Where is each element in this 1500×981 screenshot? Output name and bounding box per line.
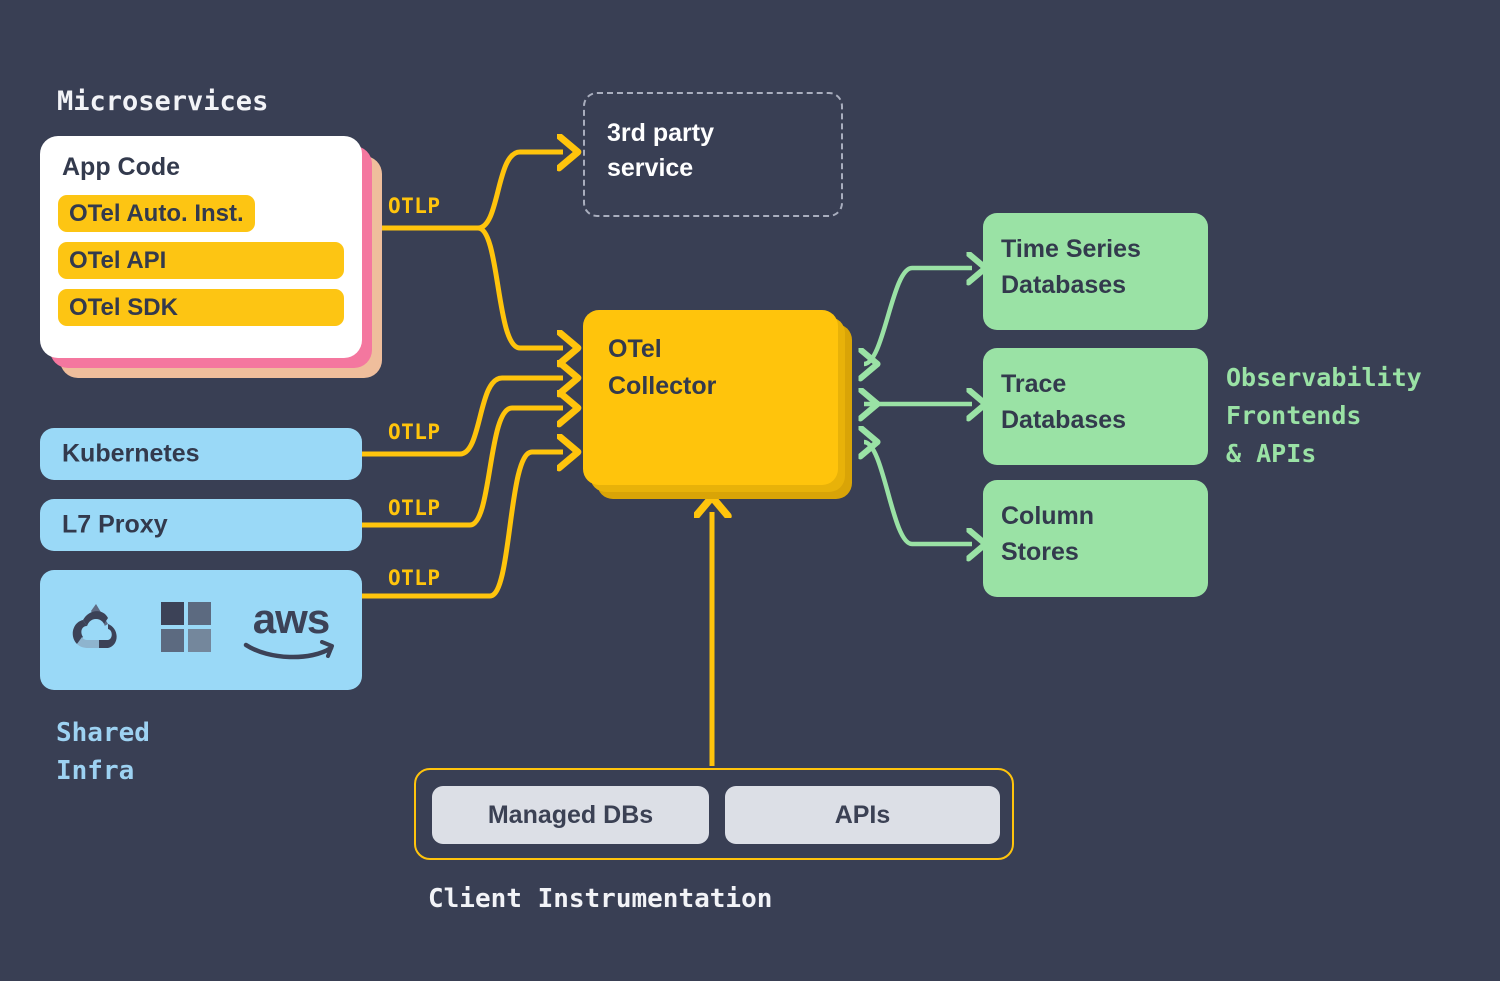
column-stores-label: Column Stores bbox=[1001, 502, 1095, 566]
app-code-card[interactable]: App Code OTel Auto. Inst. OTel API OTel … bbox=[40, 136, 362, 358]
observability-section-label: Observability Frontends & APIs bbox=[1226, 363, 1422, 468]
client-instrumentation-box[interactable]: Managed DBs APIs bbox=[414, 768, 1014, 860]
trace-databases-box[interactable]: Trace Databases bbox=[983, 348, 1208, 465]
aws-wordmark: aws bbox=[252, 595, 330, 642]
otlp-arrow-microservices-to-collector bbox=[477, 225, 563, 348]
client-instrumentation-section-label: Client Instrumentation bbox=[428, 884, 773, 914]
otlp-label-cloud: OTLP bbox=[388, 566, 441, 590]
third-party-service-label: 3rd party service bbox=[607, 119, 714, 182]
otel-collector-label: OTel Collector bbox=[608, 335, 717, 400]
otel-collector-card[interactable]: OTel Collector bbox=[583, 310, 838, 485]
otlp-label-kubernetes: OTLP bbox=[388, 420, 441, 444]
aws-logo: aws bbox=[243, 598, 339, 662]
kubernetes-box[interactable]: Kubernetes bbox=[40, 428, 362, 480]
apis-label: APIs bbox=[834, 800, 891, 829]
google-cloud-logo bbox=[63, 600, 129, 661]
shared-infra-section-label: Shared Infra bbox=[56, 718, 150, 786]
otel-auto-instrumentation-pill[interactable]: OTel Auto. Inst. bbox=[58, 195, 255, 232]
apis-pill[interactable]: APIs bbox=[725, 786, 1000, 844]
otel-sdk-pill[interactable]: OTel SDK bbox=[58, 289, 344, 326]
time-series-databases-label: Time Series Databases bbox=[1001, 235, 1141, 299]
l7-proxy-label: L7 Proxy bbox=[62, 510, 168, 539]
app-code-title: App Code bbox=[62, 153, 181, 181]
l7-proxy-box[interactable]: L7 Proxy bbox=[40, 499, 362, 551]
microsoft-azure-logo bbox=[161, 601, 211, 659]
otel-api-label: OTel API bbox=[69, 246, 167, 274]
managed-dbs-pill[interactable]: Managed DBs bbox=[432, 786, 709, 844]
otel-collector-card-stack[interactable]: OTel Collector bbox=[583, 310, 852, 499]
arrow-collector-timeseries bbox=[864, 268, 972, 364]
otel-auto-instrumentation-label: OTel Auto. Inst. bbox=[69, 199, 244, 227]
arrow-collector-column-stores bbox=[864, 442, 972, 544]
otlp-label-l7proxy: OTLP bbox=[388, 496, 441, 520]
managed-dbs-label: Managed DBs bbox=[487, 800, 654, 829]
aws-smile-icon bbox=[243, 640, 334, 660]
otlp-label-microservices: OTLP bbox=[388, 194, 441, 218]
otel-api-pill[interactable]: OTel API bbox=[58, 242, 344, 279]
microservices-section-title: Microservices bbox=[57, 86, 269, 117]
kubernetes-label: Kubernetes bbox=[62, 439, 200, 468]
otlp-arrow-to-third-party bbox=[477, 152, 563, 231]
third-party-service-box[interactable]: 3rd party service bbox=[583, 92, 843, 217]
otel-sdk-label: OTel SDK bbox=[69, 293, 178, 321]
time-series-databases-box[interactable]: Time Series Databases bbox=[983, 213, 1208, 330]
cloud-providers-box[interactable]: aws bbox=[40, 570, 362, 690]
column-stores-box[interactable]: Column Stores bbox=[983, 480, 1208, 597]
cloud-logo-row: aws bbox=[40, 570, 362, 690]
trace-databases-label: Trace Databases bbox=[1001, 370, 1127, 434]
microservices-card-stack[interactable]: App Code OTel Auto. Inst. OTel API OTel … bbox=[40, 136, 382, 378]
